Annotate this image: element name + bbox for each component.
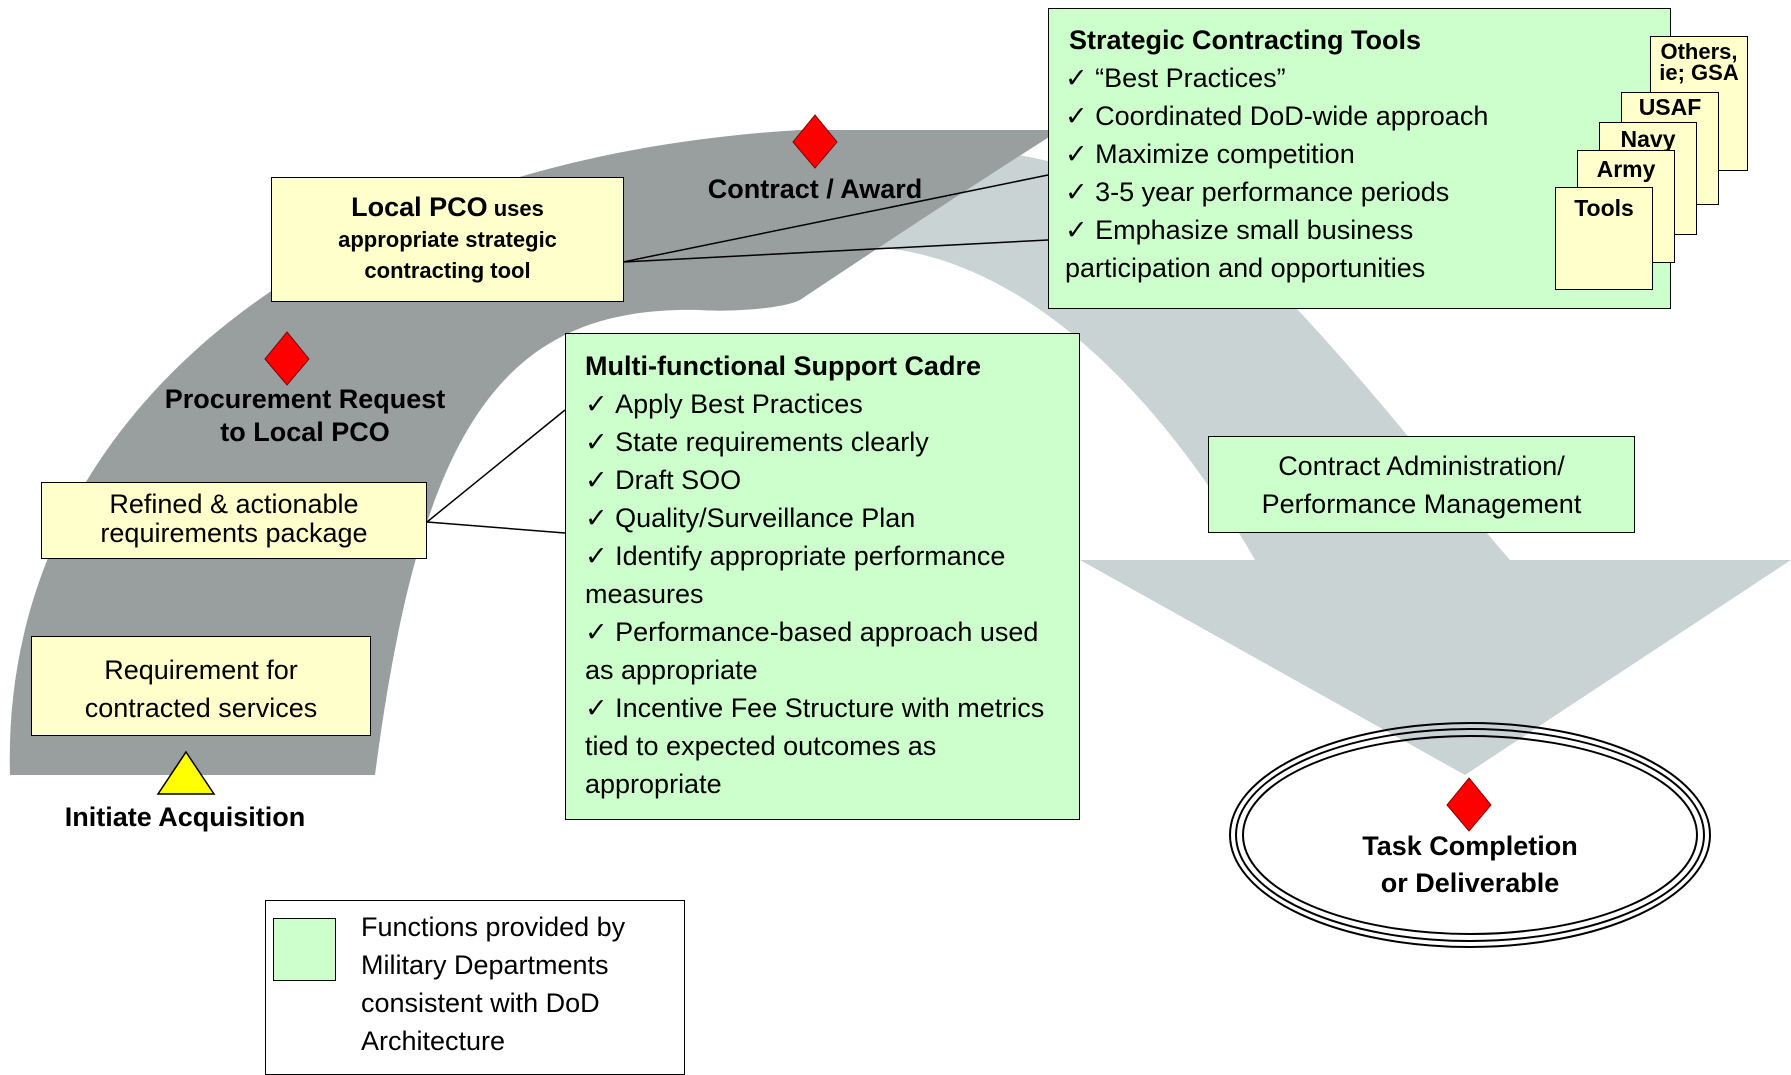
initiate-triangle-icon <box>156 750 216 795</box>
contract-award-label: Contract / Award <box>707 174 923 204</box>
initiate-acquisition-label: Initiate Acquisition <box>64 802 306 832</box>
local-pco-box: Local PCO uses appropriate strategic con… <box>271 177 624 302</box>
legend-text: Functions provided by Military Departmen… <box>361 912 626 1056</box>
local-pco-body-line-1: appropriate strategic <box>338 227 557 252</box>
strategic-tools-item: “Best Practices” <box>1065 59 1670 97</box>
task-completion-ellipse <box>1229 722 1711 948</box>
strategic-tools-item: Coordinated DoD-wide approach <box>1065 97 1670 135</box>
support-cadre-item: Incentive Fee Structure with metrics tie… <box>585 689 1065 803</box>
procurement-request-line-1: Procurement Request <box>164 384 446 414</box>
contract-admin-box: Contract Administration/ Performance Man… <box>1208 436 1635 533</box>
strategic-tools-list: “Best Practices” Coordinated DoD-wide ap… <box>1065 59 1670 249</box>
task-completion-label: Task Completion or Deliverable <box>1320 828 1620 902</box>
support-cadre-item: State requirements clearly <box>585 423 1065 461</box>
local-pco-title-suffix: uses <box>487 196 544 221</box>
procurement-request-label: Procurement Request to Local PCO <box>120 383 490 449</box>
support-cadre-item: Quality/Surveillance Plan <box>585 499 1065 537</box>
task-completion-line-1: Task Completion <box>1362 831 1578 861</box>
pco-callout-line-lower <box>622 239 1049 263</box>
refined-package-line-1: Refined & actionable <box>109 489 359 519</box>
strategic-tools-item: 3-5 year performance periods <box>1065 173 1670 211</box>
local-pco-title: Local PCO <box>351 192 488 222</box>
procurement-request-diamond-icon <box>264 331 310 386</box>
support-cadre-title: Multi-functional Support Cadre <box>585 351 981 381</box>
pco-callout-line-upper <box>622 174 1049 263</box>
contract-admin-line-1: Contract Administration/ <box>1278 451 1565 481</box>
support-cadre-box: Multi-functional Support Cadre Apply Bes… <box>565 333 1080 820</box>
execution-arrow-shape <box>420 140 1791 776</box>
package-callout-line-lower <box>426 521 566 534</box>
requirement-line-1: Requirement for <box>104 655 298 685</box>
task-completion-diamond-icon <box>1446 777 1492 832</box>
local-pco-title-line: Local PCO uses <box>272 192 623 224</box>
legend-box: Functions provided by Military Departmen… <box>265 900 685 1075</box>
support-cadre-item: Draft SOO <box>585 461 1065 499</box>
support-cadre-item: Performance-based approach used as appro… <box>585 613 1065 689</box>
support-cadre-item: Apply Best Practices <box>585 385 1065 423</box>
refined-package-box: Refined & actionable requirements packag… <box>41 482 427 559</box>
strategic-tools-item: Emphasize small business <box>1065 211 1670 249</box>
strategic-tools-item: Maximize competition <box>1065 135 1670 173</box>
support-cadre-item: Identify appropriate performance measure… <box>585 537 1065 613</box>
task-completion-line-2: or Deliverable <box>1380 868 1560 898</box>
refined-package-line-2: requirements package <box>100 518 368 548</box>
strategic-tools-continuation: participation and opportunities <box>1065 253 1426 283</box>
strategic-tools-title: Strategic Contracting Tools <box>1069 25 1422 55</box>
support-cadre-list: Apply Best Practices State requirements … <box>585 385 1065 803</box>
requirement-line-2: contracted services <box>84 693 318 723</box>
document-tools: Tools <box>1555 187 1653 290</box>
contract-admin-line-2: Performance Management <box>1261 489 1582 519</box>
legend-swatch <box>273 918 336 981</box>
requirement-box: Requirement for contracted services <box>31 636 371 736</box>
package-callout-line-upper <box>426 409 566 523</box>
procurement-request-line-2: to Local PCO <box>220 417 390 447</box>
local-pco-body-line-2: contracting tool <box>364 258 531 283</box>
contract-award-diamond-icon <box>792 114 838 169</box>
